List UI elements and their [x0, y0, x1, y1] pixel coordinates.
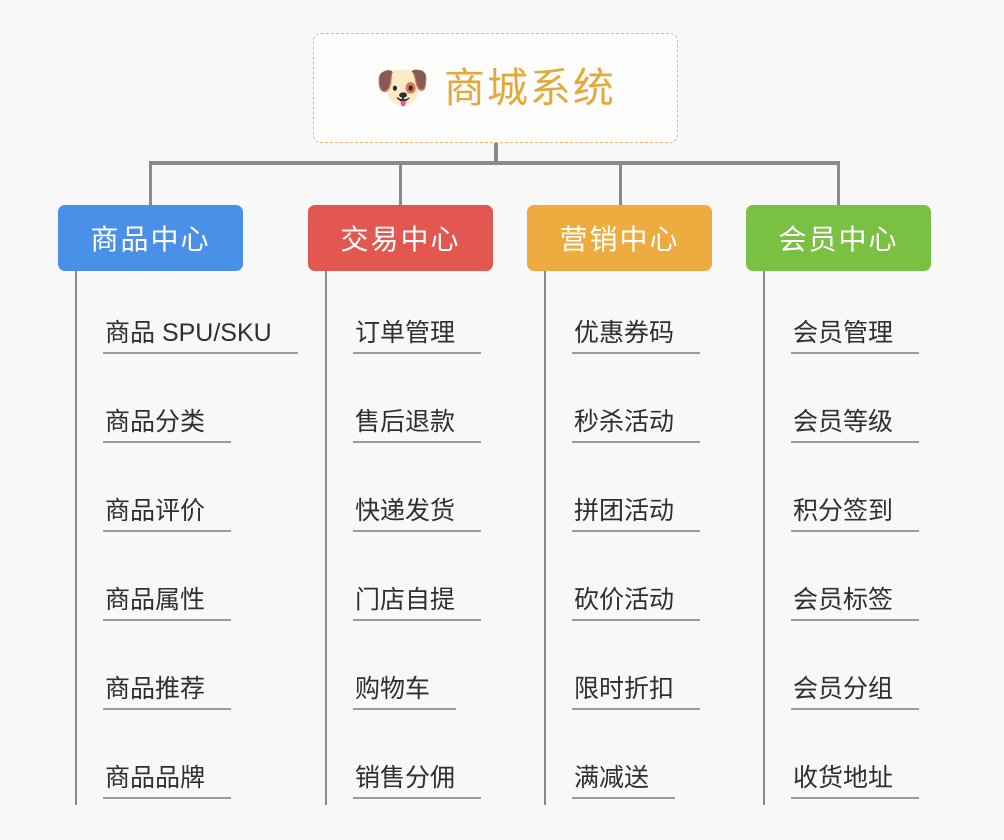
category-header-marketing-center[interactable]: 营销中心 [527, 205, 712, 271]
category-header-label: 会员中心 [778, 224, 899, 255]
drop-connector-1 [149, 161, 152, 207]
leaf-item-label: 限时折扣 [572, 675, 701, 710]
leaf-item-label: 商品推荐 [103, 675, 232, 710]
leaf-item[interactable]: 会员分组 [763, 627, 931, 716]
leaf-item-label: 积分签到 [791, 497, 920, 532]
leaf-item[interactable]: 订单管理 [325, 271, 493, 360]
column-spine [763, 271, 765, 805]
leaf-item-label: 商品属性 [103, 586, 232, 621]
leaf-item[interactable]: 商品评价 [75, 449, 243, 538]
leaf-list-product-center: 商品 SPU/SKU 商品分类 商品评价 商品属性 商品推荐 商品品牌 [75, 271, 298, 805]
leaf-item[interactable]: 秒杀活动 [544, 360, 712, 449]
leaf-item-label: 秒杀活动 [572, 408, 701, 443]
leaf-item-label: 满减送 [572, 764, 676, 799]
leaf-item[interactable]: 销售分佣 [325, 716, 493, 805]
leaf-item[interactable]: 商品品牌 [75, 716, 243, 805]
leaf-item[interactable]: 商品属性 [75, 538, 243, 627]
leaf-list-trade-center: 订单管理 售后退款 快递发货 门店自提 购物车 销售分佣 [325, 271, 493, 805]
category-header-product-center[interactable]: 商品中心 [58, 205, 243, 271]
leaf-item[interactable]: 会员管理 [763, 271, 931, 360]
category-header-member-center[interactable]: 会员中心 [746, 205, 931, 271]
category-header-label: 交易中心 [340, 224, 461, 255]
leaf-item-label: 收货地址 [791, 764, 920, 799]
leaf-item-label: 商品分类 [103, 408, 232, 443]
drop-connector-3 [619, 161, 622, 207]
category-header-label: 营销中心 [559, 224, 680, 255]
leaf-item[interactable]: 满减送 [544, 716, 712, 805]
leaf-item[interactable]: 拼团活动 [544, 449, 712, 538]
leaf-item[interactable]: 积分签到 [763, 449, 931, 538]
leaf-list-member-center: 会员管理 会员等级 积分签到 会员标签 会员分组 收货地址 [763, 271, 931, 805]
leaf-item-label: 商品评价 [103, 497, 232, 532]
drop-connector-2 [399, 161, 402, 207]
leaf-item-label: 商品品牌 [103, 764, 232, 799]
leaf-list-marketing-center: 优惠券码 秒杀活动 拼团活动 砍价活动 限时折扣 满减送 [544, 271, 712, 805]
leaf-item-label: 会员等级 [791, 408, 920, 443]
leaf-item-label: 砍价活动 [572, 586, 701, 621]
column-spine [544, 271, 546, 805]
category-header-label: 商品中心 [90, 224, 211, 255]
branch-column-marketing-center: 营销中心 优惠券码 秒杀活动 拼团活动 砍价活动 限时折扣 满减送 [527, 205, 712, 805]
shiba-dog-face-icon: 🐶 [375, 63, 430, 112]
branch-column-trade-center: 交易中心 订单管理 售后退款 快递发货 门店自提 购物车 销售分佣 [308, 205, 493, 805]
category-header-trade-center[interactable]: 交易中心 [308, 205, 493, 271]
leaf-item-label: 销售分佣 [353, 764, 482, 799]
leaf-item[interactable]: 会员标签 [763, 538, 931, 627]
leaf-item-label: 订单管理 [353, 319, 482, 354]
column-spine [325, 271, 327, 805]
leaf-item-label: 拼团活动 [572, 497, 701, 532]
leaf-item[interactable]: 商品分类 [75, 360, 243, 449]
leaf-item-label: 门店自提 [353, 586, 482, 621]
root-node-title: 商城系统 [443, 64, 616, 111]
leaf-item-label: 会员管理 [791, 319, 920, 354]
branch-column-member-center: 会员中心 会员管理 会员等级 积分签到 会员标签 会员分组 收货地址 [746, 205, 931, 805]
horizontal-bus-connector [149, 161, 839, 165]
column-spine [75, 271, 77, 805]
leaf-item-label: 优惠券码 [572, 319, 701, 354]
leaf-item[interactable]: 商品 SPU/SKU [75, 271, 298, 360]
leaf-item[interactable]: 优惠券码 [544, 271, 712, 360]
leaf-item-label: 会员标签 [791, 586, 920, 621]
leaf-item[interactable]: 会员等级 [763, 360, 931, 449]
leaf-item[interactable]: 砍价活动 [544, 538, 712, 627]
drop-connector-4 [837, 161, 840, 207]
leaf-item-label: 售后退款 [353, 408, 482, 443]
branch-column-product-center: 商品中心 商品 SPU/SKU 商品分类 商品评价 商品属性 商品推荐 商品品牌 [58, 205, 298, 805]
root-stem-connector [494, 143, 498, 164]
leaf-item-label: 购物车 [353, 675, 457, 710]
leaf-item[interactable]: 收货地址 [763, 716, 931, 805]
leaf-item[interactable]: 限时折扣 [544, 627, 712, 716]
leaf-item[interactable]: 售后退款 [325, 360, 493, 449]
leaf-item[interactable]: 快递发货 [325, 449, 493, 538]
leaf-item-label: 商品 SPU/SKU [103, 319, 298, 354]
leaf-item-label: 会员分组 [791, 675, 920, 710]
leaf-item-label: 快递发货 [353, 497, 482, 532]
leaf-item[interactable]: 购物车 [325, 627, 493, 716]
leaf-item[interactable]: 门店自提 [325, 538, 493, 627]
root-node[interactable]: 🐶 商城系统 [313, 33, 678, 143]
leaf-item[interactable]: 商品推荐 [75, 627, 243, 716]
